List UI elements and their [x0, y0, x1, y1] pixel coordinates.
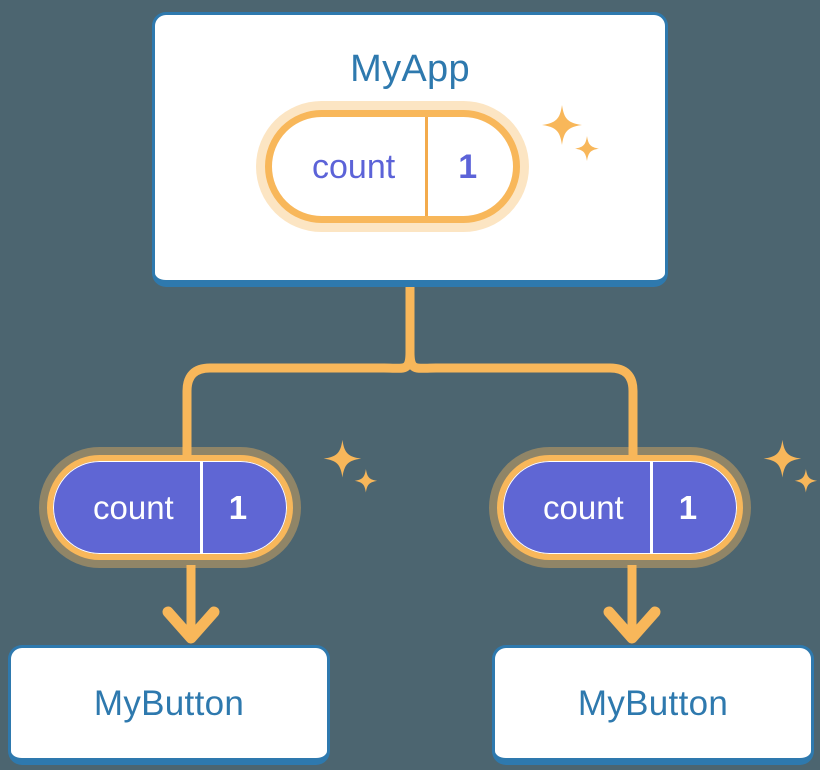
state-key-label: count: [543, 489, 624, 526]
state-pill-root[interactable]: count 1: [265, 110, 521, 223]
arrow-down-icon: [603, 565, 661, 644]
component-card-mybutton-2[interactable]: MyButton: [492, 645, 814, 765]
state-pill-child-1[interactable]: count 1: [47, 455, 294, 560]
state-pill-child-2[interactable]: count 1: [497, 455, 744, 560]
arrow-down-icon: [162, 565, 220, 644]
component-label: MyButton: [577, 683, 729, 723]
sparkles-icon: [763, 439, 818, 493]
state-value-label: 1: [199, 461, 287, 554]
state-key-label: count: [312, 147, 396, 186]
state-value-label: 1: [649, 461, 737, 554]
sparkles-icon: [323, 439, 378, 493]
component-label: MyButton: [93, 683, 245, 723]
state-value-label: 1: [425, 117, 513, 216]
page-title: MyApp: [350, 48, 470, 90]
component-card-mybutton-1[interactable]: MyButton: [8, 645, 330, 765]
state-key-label: count: [93, 489, 174, 526]
